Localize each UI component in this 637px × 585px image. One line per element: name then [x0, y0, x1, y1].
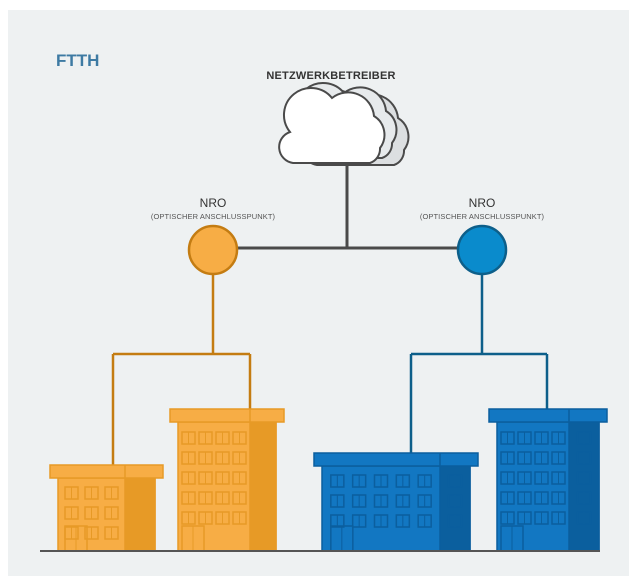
nro-label-blue: NRO (OPTISCHER ANSCHLUSSPUNKT) [387, 196, 577, 221]
ftth-diagram [40, 82, 608, 552]
operator-links [236, 164, 460, 250]
nro-label-sub: (OPTISCHER ANSCHLUSSPUNKT) [419, 212, 545, 221]
blue-distribution-lines [409, 274, 549, 455]
orange-distribution-lines [111, 274, 252, 473]
nro-label-name: NRO [468, 196, 496, 210]
buildings [49, 408, 608, 552]
nro-label-name: NRO [199, 196, 227, 210]
nro-node-blue [456, 224, 508, 276]
nro-node-orange [187, 224, 239, 276]
building-orange-small [49, 464, 164, 552]
diagram-panel: FTTH NETZWERKBETREIBER NRO (OPTISCHER AN… [8, 10, 629, 576]
network-operator-label: NETZWERKBETREIBER [266, 70, 396, 82]
diagram-title: FTTH [56, 51, 100, 70]
cloud-icon [278, 82, 410, 166]
building-blue-wide [313, 452, 479, 552]
nro-label-sub: (OPTISCHER ANSCHLUSSPUNKT) [150, 212, 276, 221]
nro-label-orange: NRO (OPTISCHER ANSCHLUSSPUNKT) [118, 196, 308, 221]
building-orange-tall [169, 408, 285, 552]
building-blue-tall [488, 408, 608, 552]
